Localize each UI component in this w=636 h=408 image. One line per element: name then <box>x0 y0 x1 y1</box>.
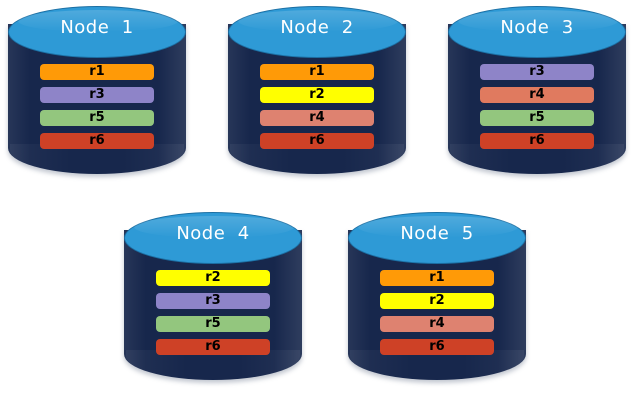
node-title: Node 2 <box>280 17 354 38</box>
replica-bar[interactable]: r4 <box>260 110 374 126</box>
node-title: Node 4 <box>176 223 250 244</box>
database-node-3[interactable]: Node 3 r3 r4 r5 r6 <box>448 6 626 192</box>
database-node-4[interactable]: Node 4 r2 r3 r5 r6 <box>124 212 302 398</box>
replica-bar[interactable]: r5 <box>40 110 154 126</box>
replica-list: r1 r2 r4 r6 <box>380 270 494 355</box>
replica-bar[interactable]: r6 <box>380 339 494 355</box>
replica-bar[interactable]: r2 <box>156 270 270 286</box>
replica-bar[interactable]: r6 <box>40 133 154 149</box>
replica-bar[interactable]: r5 <box>480 110 594 126</box>
node-title: Node 3 <box>500 17 574 38</box>
replica-bar[interactable]: r6 <box>156 339 270 355</box>
replica-bar[interactable]: r6 <box>480 133 594 149</box>
replica-bar[interactable]: r1 <box>260 64 374 80</box>
replica-bar[interactable]: r3 <box>480 64 594 80</box>
replica-list: r2 r3 r5 r6 <box>156 270 270 355</box>
replica-list: r1 r3 r5 r6 <box>40 64 154 149</box>
replica-bar[interactable]: r2 <box>380 293 494 309</box>
database-node-5[interactable]: Node 5 r1 r2 r4 r6 <box>348 212 526 398</box>
database-node-2[interactable]: Node 2 r1 r2 r4 r6 <box>228 6 406 192</box>
replica-bar[interactable]: r3 <box>156 293 270 309</box>
replica-bar[interactable]: r1 <box>40 64 154 80</box>
replica-bar[interactable]: r4 <box>480 87 594 103</box>
replica-bar[interactable]: r1 <box>380 270 494 286</box>
node-title: Node 5 <box>400 223 474 244</box>
replica-bar[interactable]: r4 <box>380 316 494 332</box>
replica-bar[interactable]: r2 <box>260 87 374 103</box>
node-title: Node 1 <box>60 17 134 38</box>
database-node-1[interactable]: Node 1 r1 r3 r5 r6 <box>8 6 186 192</box>
replica-bar[interactable]: r6 <box>260 133 374 149</box>
replica-list: r1 r2 r4 r6 <box>260 64 374 149</box>
replica-bar[interactable]: r5 <box>156 316 270 332</box>
replica-bar[interactable]: r3 <box>40 87 154 103</box>
replica-list: r3 r4 r5 r6 <box>480 64 594 149</box>
